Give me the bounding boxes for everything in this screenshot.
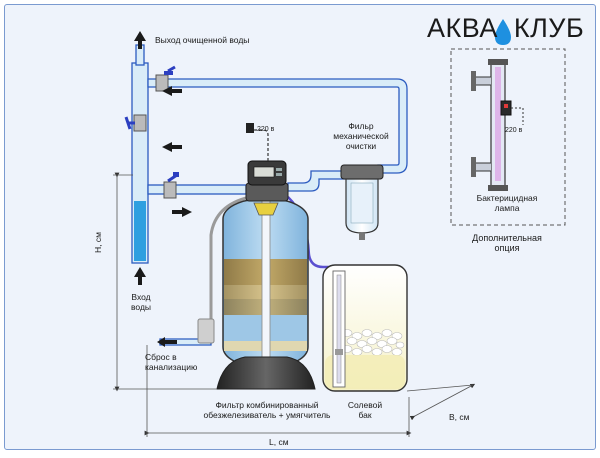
label-power-control: 220 в (257, 126, 275, 133)
diagram-canvas (113, 19, 566, 437)
label-dim-length: L, см (269, 437, 289, 447)
mechanical-filter (340, 164, 384, 240)
label-mech-filter-line1: Фильр (348, 121, 374, 131)
salt-pellets (341, 329, 405, 356)
label-main-filter-line2: обезжелезиватель + умягчитель (203, 410, 331, 420)
label-dim-depth: В, см (449, 412, 470, 422)
bypass-arrow (162, 142, 182, 152)
label-mech-filter: Фильр механической очистки (325, 121, 397, 151)
label-power-lamp: 220 в (505, 127, 523, 134)
drain-line (197, 195, 251, 344)
label-brine-tank-line2: бак (358, 410, 372, 420)
label-uv-lamp: Бактерицидная лампа (461, 193, 553, 213)
label-brine-tank-line1: Солевой (347, 400, 383, 410)
label-drain: Сброс в канализацию (145, 352, 197, 372)
return-arrow (162, 86, 182, 96)
label-dim-height: Н, см (93, 232, 103, 253)
label-brine-tank: Солевой бак (337, 400, 393, 420)
label-uv-lamp-line1: Бактерицидная (476, 193, 538, 203)
uv-lamp-option (450, 48, 566, 226)
valve-to-filter-pipe (287, 170, 346, 192)
logo-part2: КЛУБ (513, 13, 585, 43)
dimension-lines (113, 172, 476, 437)
softener-tank (216, 198, 316, 390)
diagram-frame: { "logo": { "part1": "АКВА", "part2": "К… (4, 4, 596, 450)
water-drop-icon (495, 19, 511, 45)
label-mech-filter-line3: очистки (345, 141, 377, 151)
feed-pipe (147, 184, 247, 195)
feed-arrow (172, 207, 192, 217)
label-inlet-line2: воды (130, 302, 152, 312)
outlet-arrow (134, 31, 146, 49)
brand-logo: АКВА КЛУБ (427, 13, 584, 44)
label-optional-line1: Дополнительная (472, 233, 542, 243)
label-mech-filter-line2: механической (333, 131, 389, 141)
label-outlet: Выход очищенной воды (155, 35, 250, 45)
label-inlet-line1: Вход (131, 292, 151, 302)
control-valve (245, 123, 289, 202)
brine-tank (322, 264, 408, 392)
label-optional-line2: опция (494, 243, 520, 253)
label-drain-line2: канализацию (145, 362, 198, 372)
label-main-filter-line1: Фильтр комбинированный (215, 400, 319, 410)
bypass-valves (124, 65, 179, 199)
label-optional: Дополнительная опция (461, 233, 553, 253)
flow-arrows (134, 31, 192, 347)
logo-part1: АКВА (427, 13, 498, 43)
label-uv-lamp-line2: лампа (494, 203, 520, 213)
label-inlet: Вход воды (121, 292, 161, 312)
drain-arrow (157, 337, 177, 347)
label-main-filter: Фильтр комбинированный обезжелезиватель … (191, 400, 343, 420)
inlet-arrow (134, 267, 146, 285)
label-drain-line1: Сброс в (145, 352, 177, 362)
inlet-water (134, 201, 146, 261)
